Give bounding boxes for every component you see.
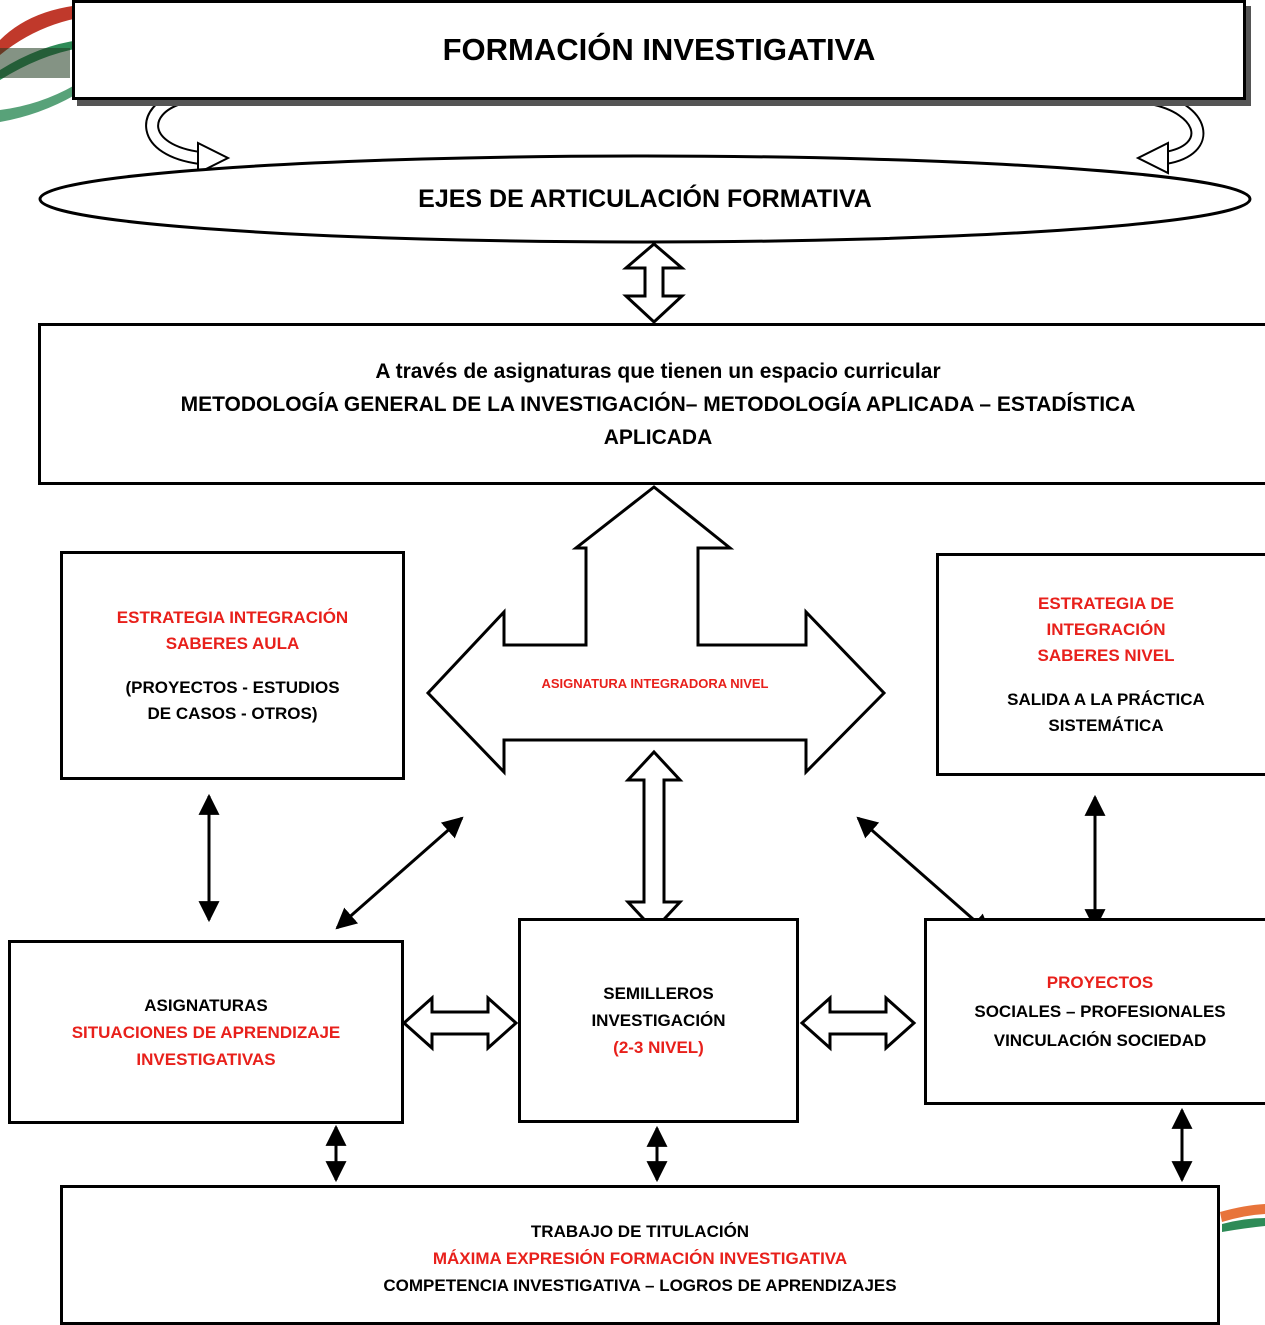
left-strategy-line-3: (PROYECTOS - ESTUDIOS — [125, 677, 340, 697]
proyectos-line-3: VINCULACIÓN SOCIEDAD — [993, 1031, 1207, 1050]
right-strategy-box: ESTRATEGIA DE INTEGRACIÓN SABERES NIVEL … — [936, 553, 1265, 776]
page-title: FORMACIÓN INVESTIGATIVA — [442, 32, 876, 67]
logo-fragment-right — [1220, 1204, 1265, 1232]
asignaturas-line-1: ASIGNATURAS — [144, 995, 268, 1015]
asignaturas-line-2: SITUACIONES DE APRENDIZAJE — [71, 1022, 341, 1042]
titulacion-line-1: TRABAJO DE TITULACIÓN — [530, 1221, 750, 1241]
ejes-ellipse — [38, 154, 1252, 244]
curved-arrow-right — [1135, 91, 1205, 175]
semilleros-line-3: (2-3 NIVEL) — [613, 1038, 704, 1057]
right-strategy-title-1: ESTRATEGIA DE — [1037, 593, 1174, 613]
left-strategy-title-1: ESTRATEGIA INTEGRACIÓN — [116, 607, 349, 627]
subjects-line-3: APLICADA — [603, 425, 713, 449]
right-strategy-line-4: SALIDA A LA PRÁCTICA — [1007, 689, 1205, 709]
double-arrow-cross-semilleros — [624, 749, 684, 933]
cross-arrow-integradora — [425, 485, 887, 776]
double-arrow-asignaturas-semilleros — [401, 994, 519, 1052]
right-strategy-title-3: SABERES NIVEL — [1037, 645, 1175, 665]
double-arrow-ejes-subjects — [621, 242, 687, 325]
arrow-diag-right — [856, 816, 992, 936]
title-box: FORMACIÓN INVESTIGATIVA — [72, 0, 1246, 100]
asignaturas-line-3: INVESTIGATIVAS — [136, 1049, 276, 1069]
right-strategy-line-5: SISTEMÁTICA — [1048, 715, 1164, 735]
asignaturas-box: ASIGNATURAS SITUACIONES DE APRENDIZAJE I… — [8, 940, 404, 1124]
proyectos-line-1: PROYECTOS — [1046, 973, 1154, 992]
arrow-diag-left — [335, 816, 464, 930]
subjects-line-2: METODOLOGÍA GENERAL DE LA INVESTIGACIÓN–… — [180, 392, 1136, 416]
left-strategy-box: ESTRATEGIA INTEGRACIÓN SABERES AULA (PRO… — [60, 551, 405, 780]
proyectos-line-2: SOCIALES – PROFESIONALES — [974, 1002, 1226, 1021]
titulacion-line-2: MÁXIMA EXPRESIÓN FORMACIÓN INVESTIGATIVA — [432, 1248, 848, 1268]
titulacion-box: TRABAJO DE TITULACIÓN MÁXIMA EXPRESIÓN F… — [60, 1185, 1220, 1325]
left-strategy-title-2: SABERES AULA — [165, 633, 300, 653]
semilleros-line-1: SEMILLEROS — [603, 984, 714, 1003]
proyectos-box: PROYECTOS SOCIALES – PROFESIONALES VINCU… — [924, 918, 1265, 1105]
semilleros-line-2: INVESTIGACIÓN — [591, 1011, 726, 1030]
titulacion-line-3: COMPETENCIA INVESTIGATIVA – LOGROS DE AP… — [383, 1275, 897, 1295]
right-strategy-title-2: INTEGRACIÓN — [1046, 619, 1166, 639]
subjects-box: A través de asignaturas que tienen un es… — [38, 323, 1265, 485]
semilleros-box: SEMILLEROS INVESTIGACIÓN (2-3 NIVEL) — [518, 918, 799, 1123]
integradora-label: ASIGNATURA INTEGRADORA NIVEL — [541, 676, 769, 691]
ejes-label: EJES DE ARTICULACIÓN FORMATIVA — [418, 184, 872, 213]
left-strategy-line-4: DE CASOS - OTROS) — [147, 703, 318, 723]
double-arrow-semilleros-proyectos — [799, 994, 917, 1052]
curved-arrow-left — [145, 91, 231, 175]
subjects-line-1: A través de asignaturas que tienen un es… — [375, 359, 941, 383]
